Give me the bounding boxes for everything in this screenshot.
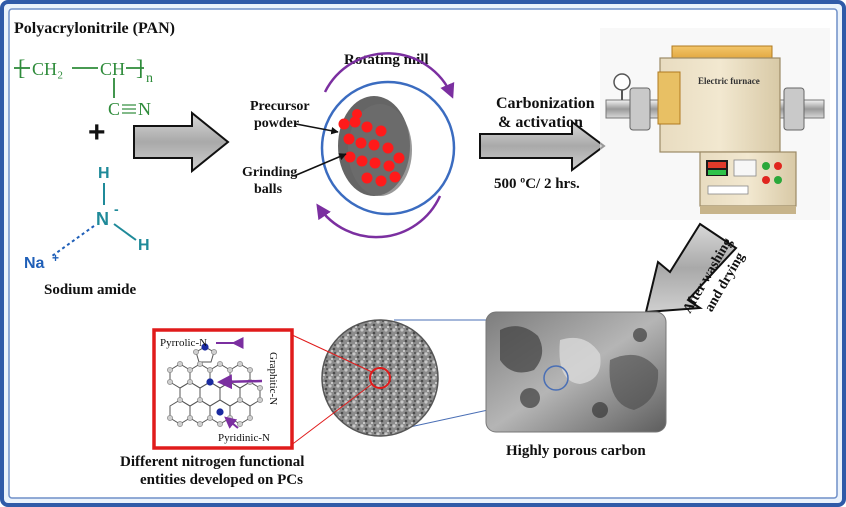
graphitic-label-group: Graphitic-N (267, 352, 279, 405)
pyridinic-arrow (224, 416, 239, 429)
porous-carbon-caption: Highly porous carbon (506, 443, 646, 459)
left-flange (629, 87, 651, 131)
nitrogen-atoms (201, 343, 224, 416)
arrow-to-furnace (479, 120, 606, 172)
graphitic-label: Graphitic-N (267, 352, 279, 405)
pan-ch2: CH₂ (32, 59, 63, 79)
furnace-label: Electric furnace (698, 76, 760, 86)
amide-n: N (96, 209, 109, 229)
pyrrolic-label: Pyrrolic-N (160, 337, 207, 349)
pan-ch: CH (100, 59, 125, 79)
amide-na-plus: + (52, 251, 59, 265)
process-line-1: Carbonization (496, 95, 595, 112)
process-line-2: & activation (498, 114, 583, 131)
graphitic-arrow (217, 374, 263, 390)
pan-nitrile-c: C (108, 99, 120, 119)
arrow-to-mill (133, 110, 230, 174)
amide-na: Na (24, 255, 45, 272)
pan-structure: [ CH₂ CH ] n C N (14, 55, 153, 119)
sem-magnified-circle (321, 319, 439, 437)
sodium-amide-structure: H N - H Na + (24, 165, 150, 272)
precursor-label-2: powder (254, 116, 299, 131)
grinding-label-1: Grinding (242, 165, 297, 180)
sem-porous-carbon (485, 311, 667, 433)
grinding-balls (338, 109, 405, 187)
nitrogen-caption-2: entities developed on PCs (140, 472, 303, 488)
pan-nitrile-n: N (138, 99, 151, 119)
pyridinic-label: Pyridinic-N (218, 432, 270, 444)
precursor-label-1: Precursor (250, 99, 310, 114)
amide-h-top: H (98, 165, 110, 182)
amide-h-right: H (138, 237, 150, 254)
grinding-label-2: balls (254, 182, 283, 197)
electric-furnace: Electric furnace (600, 28, 830, 220)
plus-sign: + (88, 116, 106, 149)
right-flange (783, 87, 805, 131)
arrow-to-porous-carbon (644, 222, 738, 314)
pan-subscript-n: n (146, 71, 153, 86)
graphitic-n-atom (206, 378, 214, 386)
pan-title: Polyacrylonitrile (PAN) (14, 20, 175, 37)
pyridinic-n-atom (216, 408, 224, 416)
pyrrolic-n-atom (201, 343, 209, 351)
amide-minus: - (114, 201, 119, 217)
rotating-mill (293, 52, 456, 239)
pan-right-bracket: ] (136, 55, 143, 80)
pressure-gauge-icon (613, 73, 631, 91)
lattice-atoms (167, 349, 263, 427)
sodium-amide-caption: Sodium amide (44, 282, 136, 298)
nitrogen-caption-1: Different nitrogen functional (120, 454, 304, 470)
process-condition: 500 ºC/ 2 hrs. (494, 176, 580, 192)
